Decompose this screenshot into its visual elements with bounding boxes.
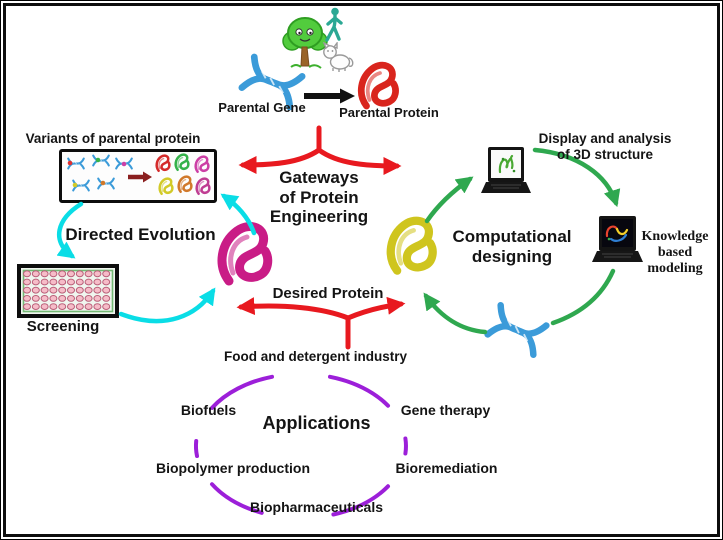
screening-label: Screening bbox=[26, 318, 100, 335]
parental-protein-label: Parental Protein bbox=[339, 105, 439, 120]
knowledge-modeling-label: Knowledge based modeling bbox=[641, 229, 709, 277]
variants-label: Variants of parental protein bbox=[25, 131, 201, 146]
application-biopharma-label: Biopharmaceuticals bbox=[249, 499, 384, 515]
animal-icon bbox=[319, 42, 355, 72]
display-analysis-label: Display and analysis of 3D structure bbox=[538, 131, 672, 162]
parental-gene-label: Parental Gene bbox=[218, 100, 306, 115]
application-gene-therapy-label: Gene therapy bbox=[400, 402, 491, 418]
modeling-laptop-icon bbox=[589, 216, 643, 274]
application-food-label: Food and detergent industry bbox=[223, 349, 407, 364]
application-biopolymer-label: Biopolymer production bbox=[156, 460, 310, 476]
variants-arrow-icon bbox=[128, 171, 152, 183]
desired-protein-label: Desired Protein bbox=[272, 285, 384, 302]
tree-icon bbox=[281, 14, 329, 72]
computational-title: Computational designing bbox=[452, 227, 572, 266]
human-icon bbox=[323, 7, 346, 45]
variants-box-icon bbox=[59, 149, 217, 203]
microplate-wells bbox=[23, 270, 111, 310]
microplate-icon bbox=[17, 264, 119, 318]
applications-title: Applications bbox=[262, 413, 371, 433]
display-laptop-icon bbox=[479, 147, 531, 205]
directed-evolution-title: Directed Evolution bbox=[65, 225, 216, 244]
application-bioremediation-label: Bioremediation bbox=[395, 460, 498, 476]
gateway-title: Gateways of Protein Engineering bbox=[269, 168, 369, 227]
application-biofuels-label: Biofuels bbox=[180, 402, 237, 418]
